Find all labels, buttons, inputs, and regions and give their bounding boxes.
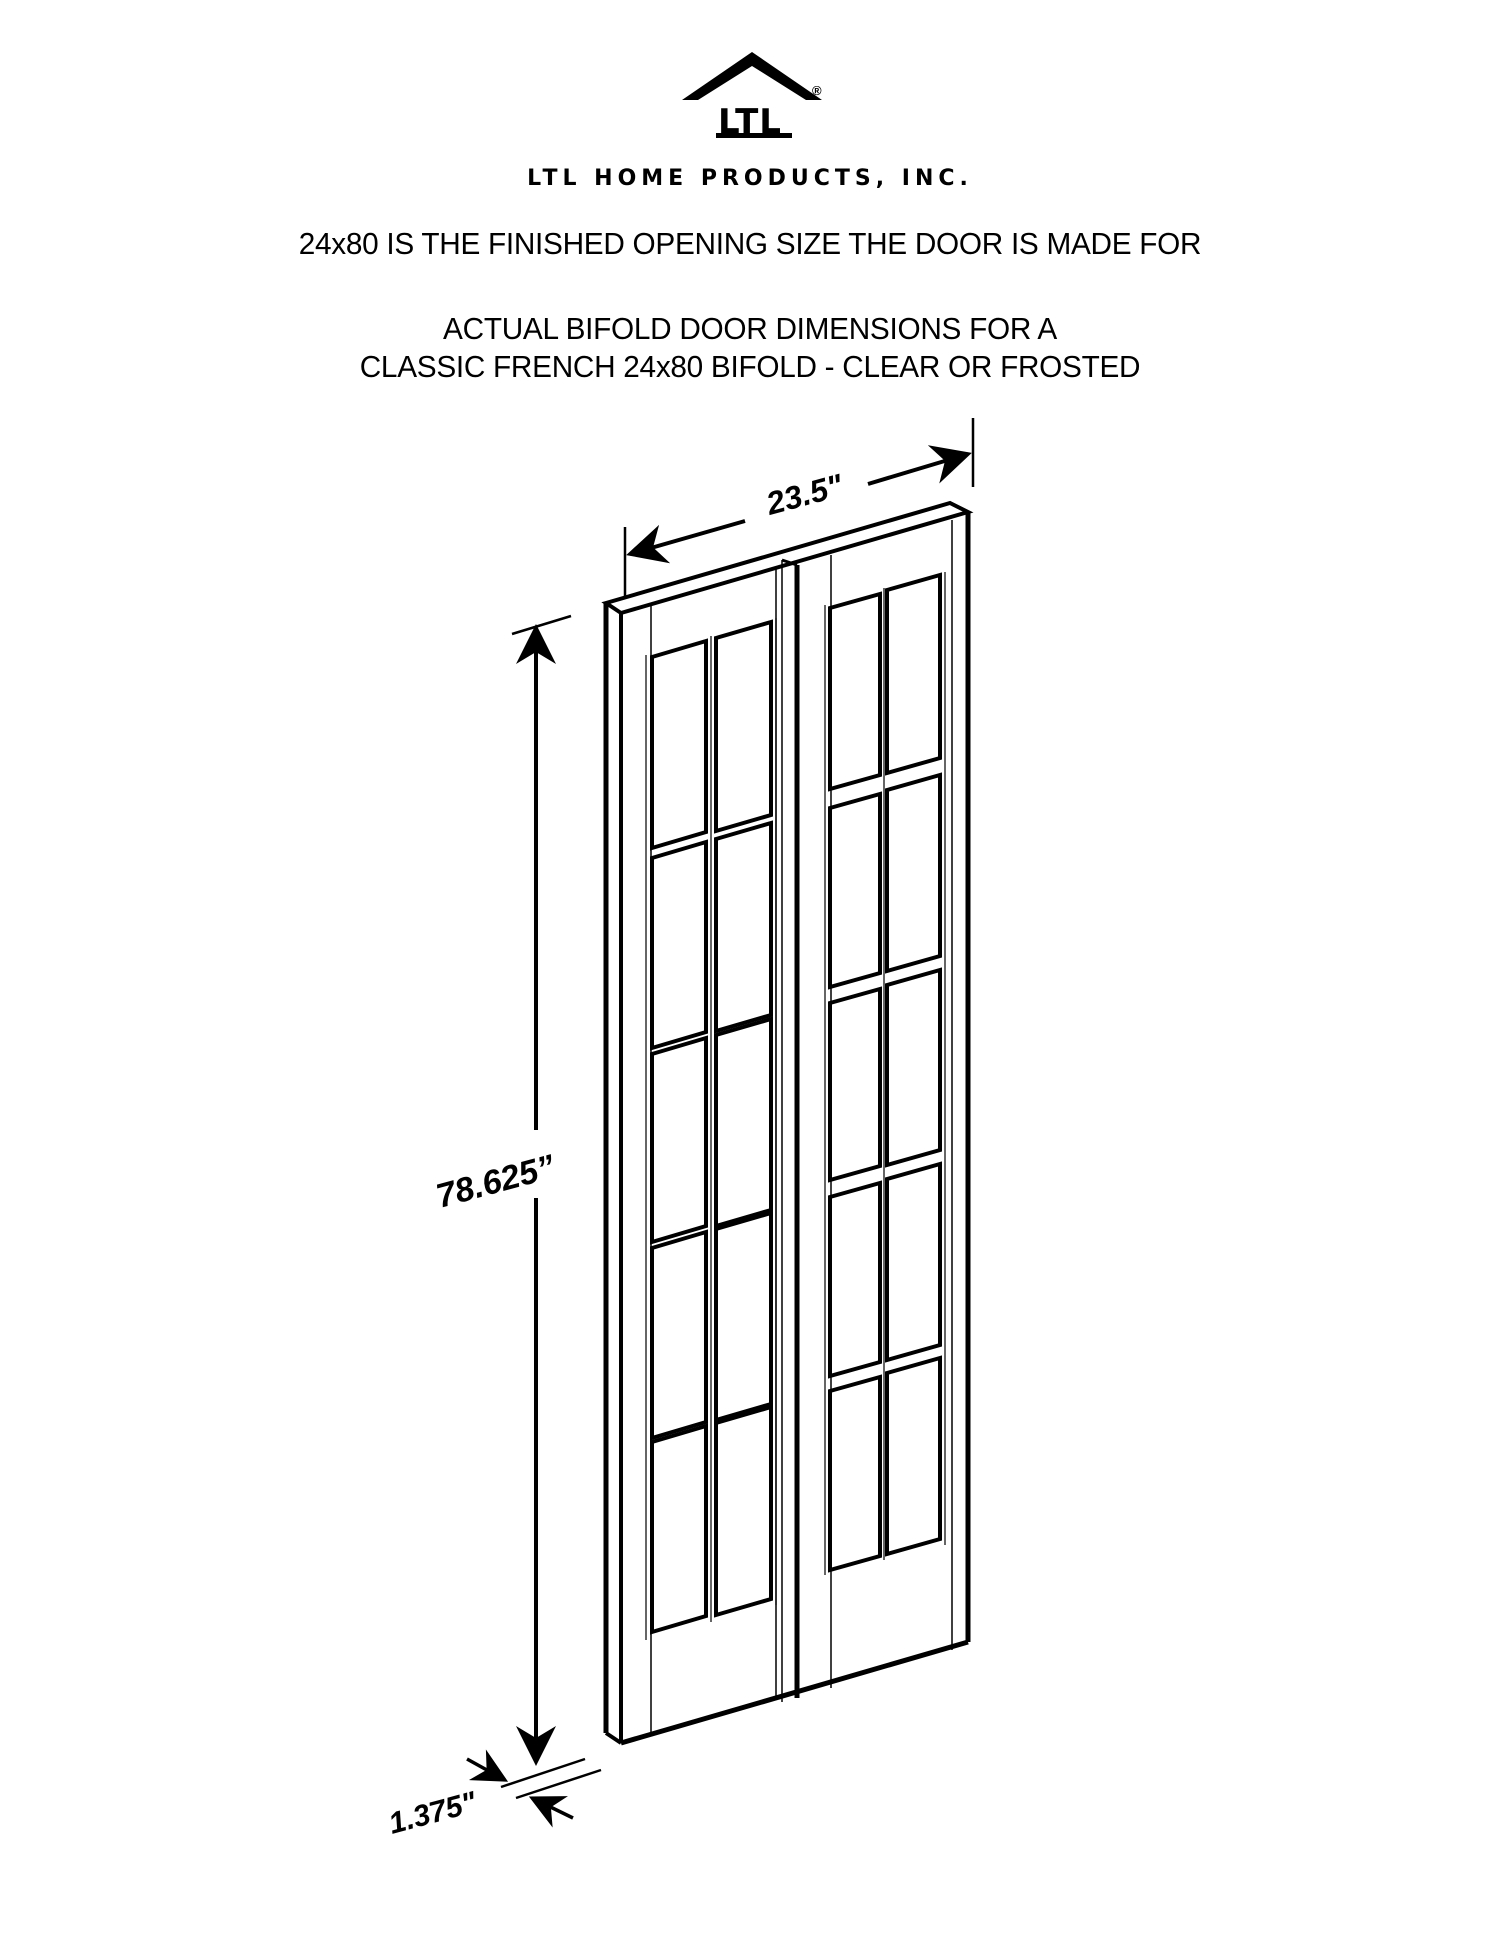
lite xyxy=(885,967,942,1168)
lite xyxy=(714,1404,773,1618)
lite xyxy=(650,1229,708,1441)
width-label: 23.5" xyxy=(762,467,848,522)
company-name: LTL HOME PRODUCTS, INC. xyxy=(527,166,973,191)
lite xyxy=(828,791,882,990)
thickness-label: 1.375" xyxy=(385,1786,481,1841)
lite xyxy=(650,1035,708,1245)
height-dimension: 78.625” xyxy=(432,614,572,1766)
subtitle-line-2: CLASSIC FRENCH 24x80 BIFOLD - CLEAR OR F… xyxy=(359,349,1141,384)
right-panel-lites xyxy=(828,572,942,1573)
lite xyxy=(885,1161,942,1363)
thickness-dimension: 1.375" xyxy=(385,1749,602,1841)
height-label: 78.625” xyxy=(432,1148,559,1216)
subtitle-line-1: ACTUAL BIFOLD DOOR DIMENSIONS FOR A xyxy=(443,311,1057,346)
lite xyxy=(885,772,942,974)
lite xyxy=(714,1016,773,1229)
lite xyxy=(714,1210,773,1423)
headline: 24x80 IS THE FINISHED OPENING SIZE THE D… xyxy=(298,226,1202,261)
muntin-lines xyxy=(645,572,946,1640)
lite xyxy=(885,572,942,776)
lite xyxy=(828,986,882,1183)
lite xyxy=(650,839,708,1051)
logo-underline xyxy=(716,133,792,138)
lite xyxy=(885,1355,942,1557)
lite xyxy=(650,1423,708,1635)
registered-mark: ® xyxy=(812,83,822,98)
lite xyxy=(828,1180,882,1379)
lite xyxy=(828,591,882,792)
lite xyxy=(828,1374,882,1573)
left-panel-lites xyxy=(650,619,773,1635)
lite xyxy=(714,820,773,1034)
house-roof-icon xyxy=(682,52,822,100)
lite xyxy=(714,619,773,834)
lite xyxy=(650,638,708,851)
